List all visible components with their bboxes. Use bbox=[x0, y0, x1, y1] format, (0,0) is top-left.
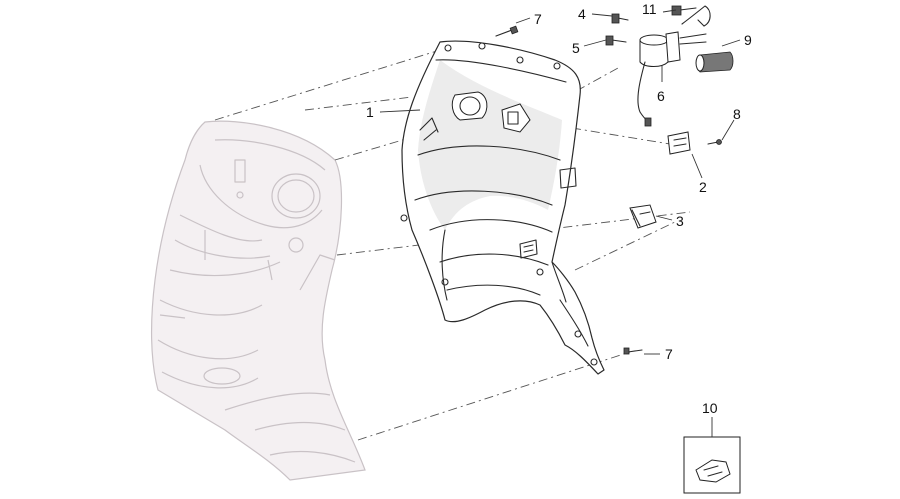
callout-2: 2 bbox=[699, 179, 707, 195]
screw-5 bbox=[605, 35, 627, 46]
ignition-switch bbox=[637, 5, 711, 127]
front-shield-ghost bbox=[150, 120, 366, 481]
screw-7-bottom bbox=[623, 347, 643, 355]
callout-5: 5 bbox=[572, 40, 580, 56]
callout-11: 11 bbox=[642, 1, 657, 17]
callout-10: 10 bbox=[702, 400, 718, 416]
lock-cylinder bbox=[695, 51, 734, 73]
callout-9: 9 bbox=[744, 32, 752, 48]
inner-shield-panel bbox=[400, 40, 605, 375]
callout-4: 4 bbox=[578, 6, 586, 22]
callout-7-bottom: 7 bbox=[665, 346, 673, 362]
accessory-box bbox=[683, 436, 741, 494]
clip-bracket bbox=[667, 131, 691, 155]
callout-3: 3 bbox=[676, 213, 684, 229]
screw-4 bbox=[611, 13, 629, 24]
screw-8 bbox=[707, 139, 722, 145]
mounting-bracket bbox=[629, 204, 657, 229]
callout-6: 6 bbox=[657, 88, 665, 104]
callout-8: 8 bbox=[733, 106, 741, 122]
screw-7-top bbox=[495, 25, 519, 37]
callout-7-top: 7 bbox=[534, 11, 542, 27]
leader-lines bbox=[379, 9, 741, 437]
callout-1: 1 bbox=[366, 104, 374, 120]
